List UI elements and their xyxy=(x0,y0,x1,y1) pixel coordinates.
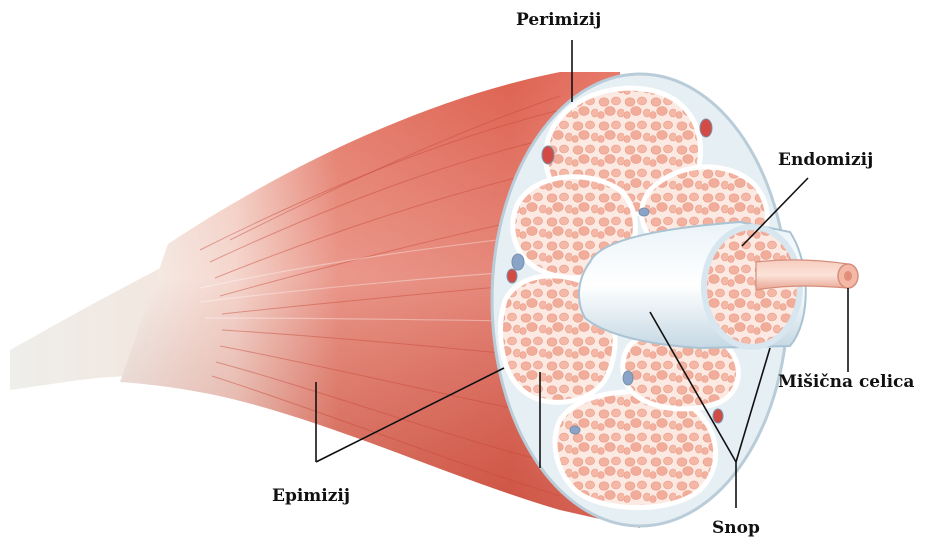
label-endomizij: Endomizij xyxy=(778,152,873,169)
muscle-cell xyxy=(756,260,848,290)
label-epimizij: Epimizij xyxy=(272,488,350,505)
label-snop: Snop xyxy=(712,520,760,537)
muscle-cell-core xyxy=(844,271,852,281)
label-misicna-celica: Mišična celica xyxy=(778,374,914,391)
label-perimizij: Perimizij xyxy=(516,12,601,29)
